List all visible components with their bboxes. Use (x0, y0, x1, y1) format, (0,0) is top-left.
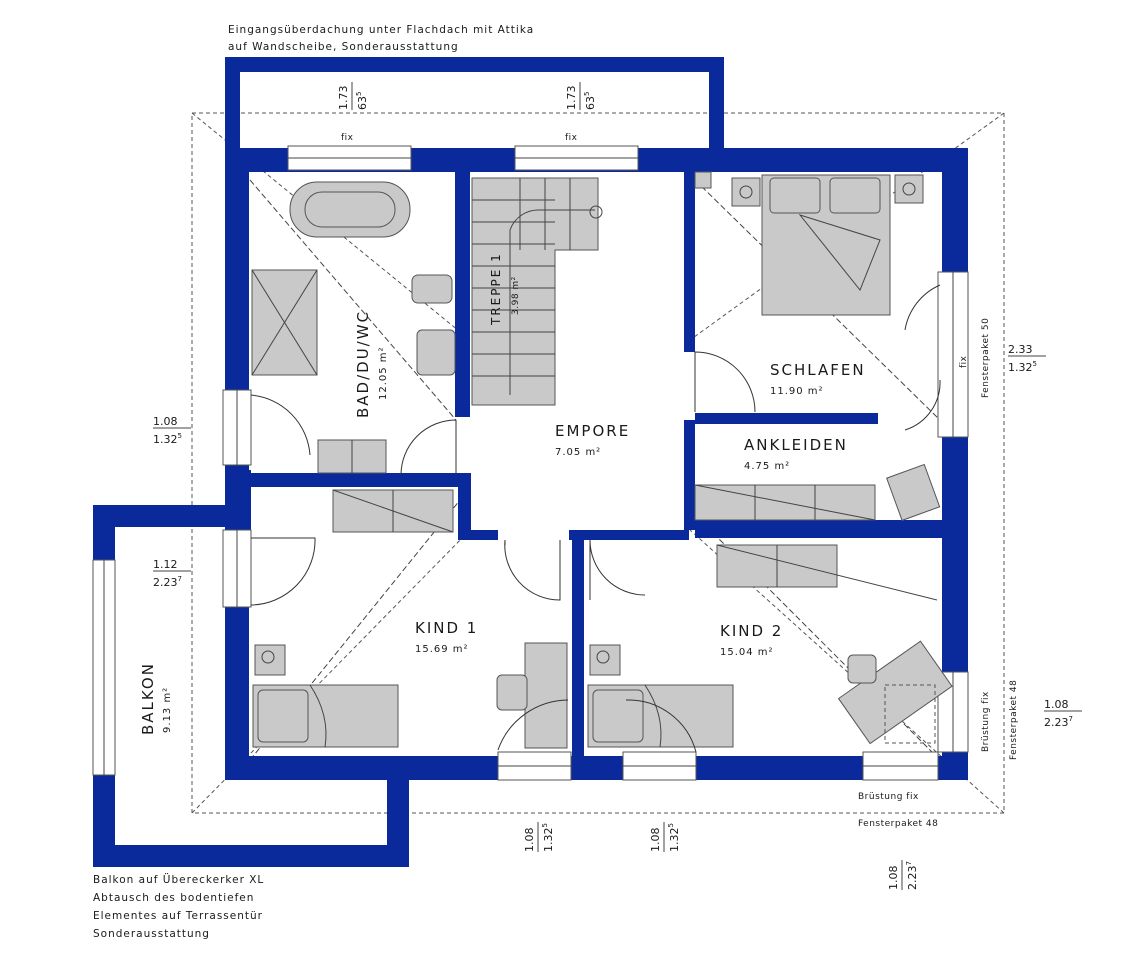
svg-text:635: 635 (355, 92, 369, 110)
note-bottom-line4: Sonderausstattung (93, 928, 210, 940)
dim-right-lower: 1.08 2.237 (1044, 698, 1082, 729)
label-fensterpaket-50: Fensterpaket 50 (981, 318, 991, 398)
room-area-kind1: 15.69 m² (415, 644, 469, 655)
note-bottom-line1: Balkon auf Übereckerker XL (93, 873, 264, 886)
svg-text:1.325: 1.325 (1008, 360, 1037, 374)
dim-bottom-1-sup: 5 (541, 823, 549, 827)
dim-left-kind-sup: 7 (178, 575, 182, 583)
dim-right-lower-height: 2.23 (1044, 716, 1069, 729)
dim-top-2: 1.73 635 (565, 82, 597, 110)
room-area-bad: 12.05 m² (378, 346, 389, 400)
dim-left-bad: 1.08 1.325 (153, 415, 191, 446)
dim-left-bad-height: 1.32 (153, 433, 178, 446)
room-area-treppe: 3.98 m² (511, 276, 521, 315)
note-bottom-line2: Abtausch des bodentiefen (93, 892, 254, 904)
dim-left-kind: 1.12 2.237 (153, 558, 191, 589)
dim-top-1-width: 1.73 (337, 86, 350, 111)
dim-right-upper: 2.33 1.325 (1008, 343, 1046, 374)
canopy-walls (225, 57, 724, 152)
dim-bottom-1-height: 1.32 (542, 828, 555, 853)
note-top-line1: Eingangsüberdachung unter Flachdach mit … (228, 24, 534, 36)
room-name-ankleiden: ANKLEIDEN (744, 436, 848, 454)
kind1-furniture (252, 489, 569, 751)
notes: Eingangsüberdachung unter Flachdach mit … (93, 24, 534, 940)
dim-right-upper-height: 1.32 (1008, 361, 1033, 374)
room-area-kind2: 15.04 m² (720, 647, 774, 658)
dressing-furniture (694, 463, 941, 522)
dim-top-1: 1.73 635 (337, 82, 369, 110)
dim-right-upper-sup: 5 (1033, 360, 1037, 368)
label-fix-2: fix (565, 133, 578, 143)
dim-left-kind-height: 2.23 (153, 576, 178, 589)
svg-text:1.325: 1.325 (541, 823, 555, 852)
dim-bottom-2: 1.08 1.325 (649, 822, 681, 852)
dim-top-2-height: 63 (584, 96, 597, 110)
room-name-empore: EMPORE (555, 422, 630, 440)
room-name-treppe: TREPPE 1 (489, 252, 503, 326)
label-fix-1: fix (341, 133, 354, 143)
dim-bottom-2-sup: 5 (667, 823, 675, 827)
doors (250, 284, 941, 606)
dim-top-2-width: 1.73 (565, 86, 578, 111)
dim-right-lower-sup: 7 (1069, 715, 1073, 723)
kind2-furniture (587, 544, 953, 753)
label-fensterpaket-48-right: Fensterpaket 48 (1009, 680, 1019, 760)
bedroom-furniture (694, 171, 924, 316)
label-fensterpaket-48-bottom: Fensterpaket 48 (858, 819, 938, 829)
svg-text:2.237: 2.237 (153, 575, 182, 589)
dim-right-upper-width: 2.33 (1008, 343, 1033, 356)
window-labels: fix fix fix Fensterpaket 50 Brüstung fix… (341, 133, 1019, 829)
dim-bottom-1-width: 1.08 (523, 828, 536, 853)
dim-bottom-3-sup: 7 (905, 861, 913, 865)
room-name-kind2: KIND 2 (720, 622, 783, 640)
dim-bottom-1: 1.08 1.325 (523, 822, 555, 852)
bathroom-fixtures (251, 181, 456, 474)
room-area-ankleiden: 4.75 m² (744, 461, 790, 472)
dim-bottom-3-height: 2.23 (906, 866, 919, 891)
dim-top-1-height: 63 (356, 96, 369, 110)
dim-left-bad-sup: 5 (178, 432, 182, 440)
label-bruestung-fix-right: Brüstung fix (981, 691, 991, 752)
interior-walls (249, 172, 942, 780)
dim-left-bad-width: 1.08 (153, 415, 178, 428)
room-name-bad: BAD/DU/WC (354, 310, 372, 418)
room-labels: BAD/DU/WC 12.05 m² TREPPE 1 3.98 m² EMPO… (139, 252, 866, 735)
room-area-schlafen: 11.90 m² (770, 386, 824, 397)
dim-bottom-2-height: 1.32 (668, 828, 681, 853)
room-area-empore: 7.05 m² (555, 447, 601, 458)
windows (92, 145, 969, 781)
note-bottom-line3: Elementes auf Terrassentür (93, 910, 263, 922)
room-area-balkon: 9.13 m² (162, 687, 173, 733)
staircase (471, 177, 603, 406)
svg-text:2.237: 2.237 (1044, 715, 1073, 729)
dim-right-lower-width: 1.08 (1044, 698, 1069, 711)
svg-text:1.325: 1.325 (667, 823, 681, 852)
dim-bottom-2-width: 1.08 (649, 828, 662, 853)
svg-text:1.325: 1.325 (153, 432, 182, 446)
dim-top-2-sup: 5 (583, 92, 591, 96)
room-name-schlafen: SCHLAFEN (770, 361, 866, 379)
dim-bottom-3-width: 1.08 (887, 866, 900, 891)
room-name-kind1: KIND 1 (415, 619, 478, 637)
dim-bottom-3: 1.08 2.237 (887, 860, 919, 890)
svg-text:2.237: 2.237 (905, 861, 919, 890)
dim-top-1-sup: 5 (355, 92, 363, 96)
dim-left-kind-width: 1.12 (153, 558, 178, 571)
label-fix-right: fix (959, 355, 969, 368)
room-name-balkon: BALKON (139, 662, 157, 735)
note-top-line2: auf Wandscheibe, Sonderausstattung (228, 41, 459, 53)
svg-text:635: 635 (583, 92, 597, 110)
label-bruestung-fix-bottom: Brüstung fix (858, 792, 919, 802)
